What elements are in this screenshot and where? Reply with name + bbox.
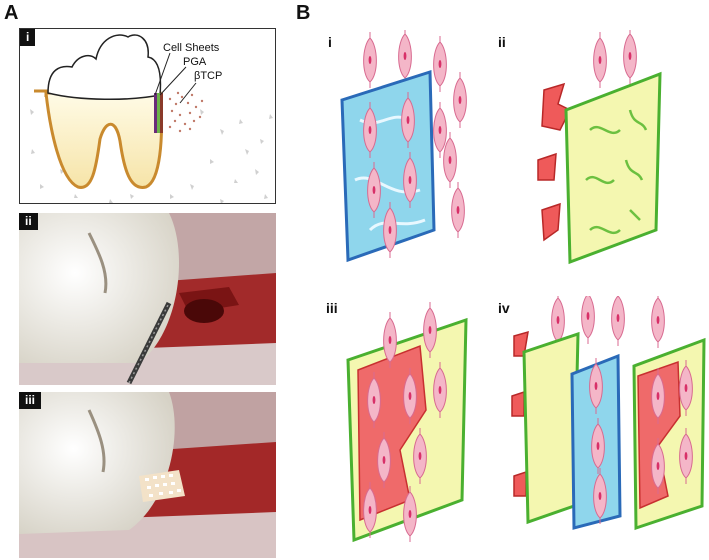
pga-scaffold-with-btcp	[537, 30, 662, 265]
cell-sheet-layer	[160, 93, 163, 133]
sub-label-a-i: i	[20, 29, 36, 46]
surgical-photo-defect: ii	[19, 213, 276, 385]
sub-label-b-iv: iv	[498, 300, 510, 316]
tooth-root	[44, 91, 163, 189]
sub-label-a-ii: ii	[19, 213, 38, 230]
surgical-photo-graft: iii	[19, 392, 276, 558]
pga-btcp-cell-composite	[346, 301, 468, 543]
cell-sheets-leader	[154, 52, 171, 96]
sub-label-b-ii: ii	[498, 34, 506, 50]
btcp-leader	[179, 82, 197, 104]
cell-sheet-scaffold	[340, 30, 467, 263]
btcp-label: βTCP	[194, 70, 222, 82]
cell-sheets-label: Cell Sheets	[163, 42, 220, 54]
surgical-photo-defect-drawing	[19, 213, 276, 385]
cell-sheet-layer	[154, 93, 157, 133]
sub-label-a-iii: iii	[19, 392, 42, 409]
surgical-photo-graft-drawing	[19, 392, 276, 558]
sub-label-b-iii: iii	[326, 300, 338, 316]
pga-leader	[159, 66, 187, 96]
sub-label-b-i: i	[328, 34, 332, 50]
panel-a-letter: A	[4, 2, 19, 24]
pga-label: PGA	[183, 56, 207, 68]
btcp-granules	[168, 91, 204, 133]
panel-b-letter: B	[296, 2, 311, 24]
tooth-schematic-drawing: Cell Sheets PGA βTCP	[30, 34, 273, 203]
bone-texture	[30, 109, 273, 203]
gum-line	[34, 89, 48, 97]
tooth-crown	[47, 34, 162, 101]
layered-periodontal-construct	[511, 296, 706, 531]
pga-layer	[157, 93, 160, 133]
tooth-schematic: Cell Sheets PGA βTCP i	[19, 28, 276, 204]
